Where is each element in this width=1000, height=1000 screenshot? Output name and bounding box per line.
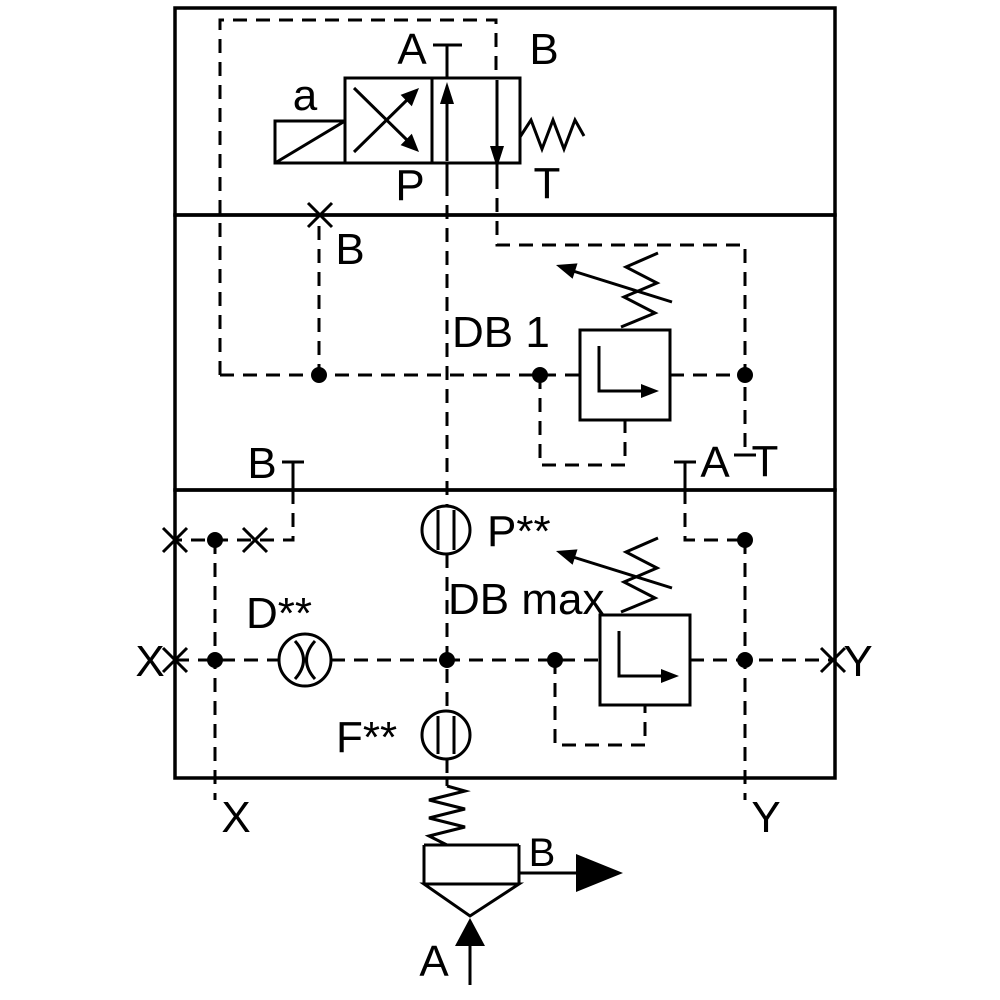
crossed-arrow-line-down	[352, 86, 410, 143]
port-b-out-arrowhead	[576, 854, 623, 892]
label-main-port-b: B	[529, 831, 556, 875]
label-port-y-right: Y	[843, 637, 872, 686]
orifice-p-marks	[436, 510, 456, 550]
tank-drain-line	[495, 175, 747, 455]
label-port-a-mid: A	[700, 438, 730, 487]
junction-dot	[207, 652, 223, 668]
valve-return-spring	[518, 115, 586, 154]
label-db1: DB 1	[452, 308, 550, 357]
main-poppet-valve	[419, 778, 623, 985]
db1-flow-arrowhead	[641, 384, 659, 398]
label-valve-port-t: T	[534, 159, 561, 208]
junction-dots	[207, 367, 753, 668]
dbmax-spring	[620, 536, 661, 614]
dbmax-flow-arrowhead	[661, 669, 679, 683]
pa-arrowhead	[440, 82, 454, 104]
plug-cross-b	[306, 201, 334, 229]
junction-dot	[532, 367, 548, 383]
label-plug-b: B	[335, 225, 364, 274]
crossed-arrow-line-up	[352, 97, 410, 154]
port-a-branch	[683, 490, 745, 542]
port-b-branch	[175, 490, 295, 542]
plug-cross-x	[161, 646, 189, 674]
directional-valve	[273, 43, 586, 182]
crossed-arrowhead-up	[400, 88, 419, 107]
label-main-port-a: A	[419, 937, 449, 986]
orifice-p-circle	[420, 504, 472, 556]
relief-valve-db1	[556, 251, 673, 422]
dbmax-flow-line	[617, 631, 661, 678]
label-orifice-p: P**	[487, 507, 551, 556]
label-solenoid-a: a	[293, 71, 318, 120]
port-a-tick	[674, 460, 696, 490]
label-port-x-left: X	[135, 637, 164, 686]
db1-flow-line	[597, 346, 641, 393]
label-orifice-f: F**	[336, 713, 397, 762]
db1-body	[578, 328, 672, 422]
orifice-f-circle	[420, 709, 472, 761]
plug-cross-b-branch	[241, 526, 269, 554]
orifice-d-marks	[293, 640, 317, 680]
label-port-b-mid: B	[247, 439, 276, 488]
db1-spring	[620, 251, 661, 329]
poppet-spring	[424, 784, 471, 847]
label-valve-port-a: A	[397, 25, 427, 74]
labels: A B a P T B DB 1 B A T P** DB max D** X …	[135, 25, 872, 986]
frame-bottom-section	[173, 488, 837, 780]
orifices	[277, 504, 472, 761]
db1-adjust-arrow-line	[572, 269, 673, 304]
label-port-y-bottom: Y	[751, 793, 780, 842]
label-orifice-d: D**	[246, 589, 312, 638]
junction-dot	[207, 532, 223, 548]
db1-adjust-arrowhead	[556, 263, 578, 279]
junction-dot	[439, 652, 455, 668]
pilot-supply-line	[218, 18, 498, 375]
dbmax-adjust-arrow-line	[572, 555, 673, 590]
port-a-in-arrowhead	[455, 918, 485, 946]
housing-frames	[173, 6, 837, 780]
db1-pilot-loop	[538, 375, 627, 467]
label-valve-port-b: B	[529, 25, 558, 74]
interface-ports	[282, 453, 756, 490]
junction-dot	[737, 652, 753, 668]
orifice-f-marks	[436, 716, 456, 754]
label-valve-port-p: P	[395, 161, 424, 210]
junction-dot	[737, 367, 753, 383]
dbmax-adjust-arrowhead	[556, 549, 578, 565]
plug-cross-y	[819, 646, 847, 674]
label-port-x-bottom: X	[221, 793, 250, 842]
poppet-seat-triangle	[419, 882, 525, 918]
poppet-box	[422, 843, 521, 884]
dbmax-pilot-loop	[553, 660, 647, 747]
port-b-tick	[282, 460, 304, 490]
dbmax-body	[598, 613, 692, 707]
label-port-t-mid: T	[752, 437, 779, 486]
relief-valve-dbmax	[556, 536, 692, 707]
crossed-arrowhead-down	[400, 133, 419, 152]
solenoid-diagonal	[274, 119, 346, 165]
plug-cross-left-wall	[161, 526, 189, 554]
label-dbmax: DB max	[448, 575, 604, 624]
junction-dot	[737, 532, 753, 548]
plug-symbols	[161, 201, 847, 674]
junction-dot	[547, 652, 563, 668]
junction-dot	[311, 367, 327, 383]
bt-arrowhead	[490, 146, 504, 168]
